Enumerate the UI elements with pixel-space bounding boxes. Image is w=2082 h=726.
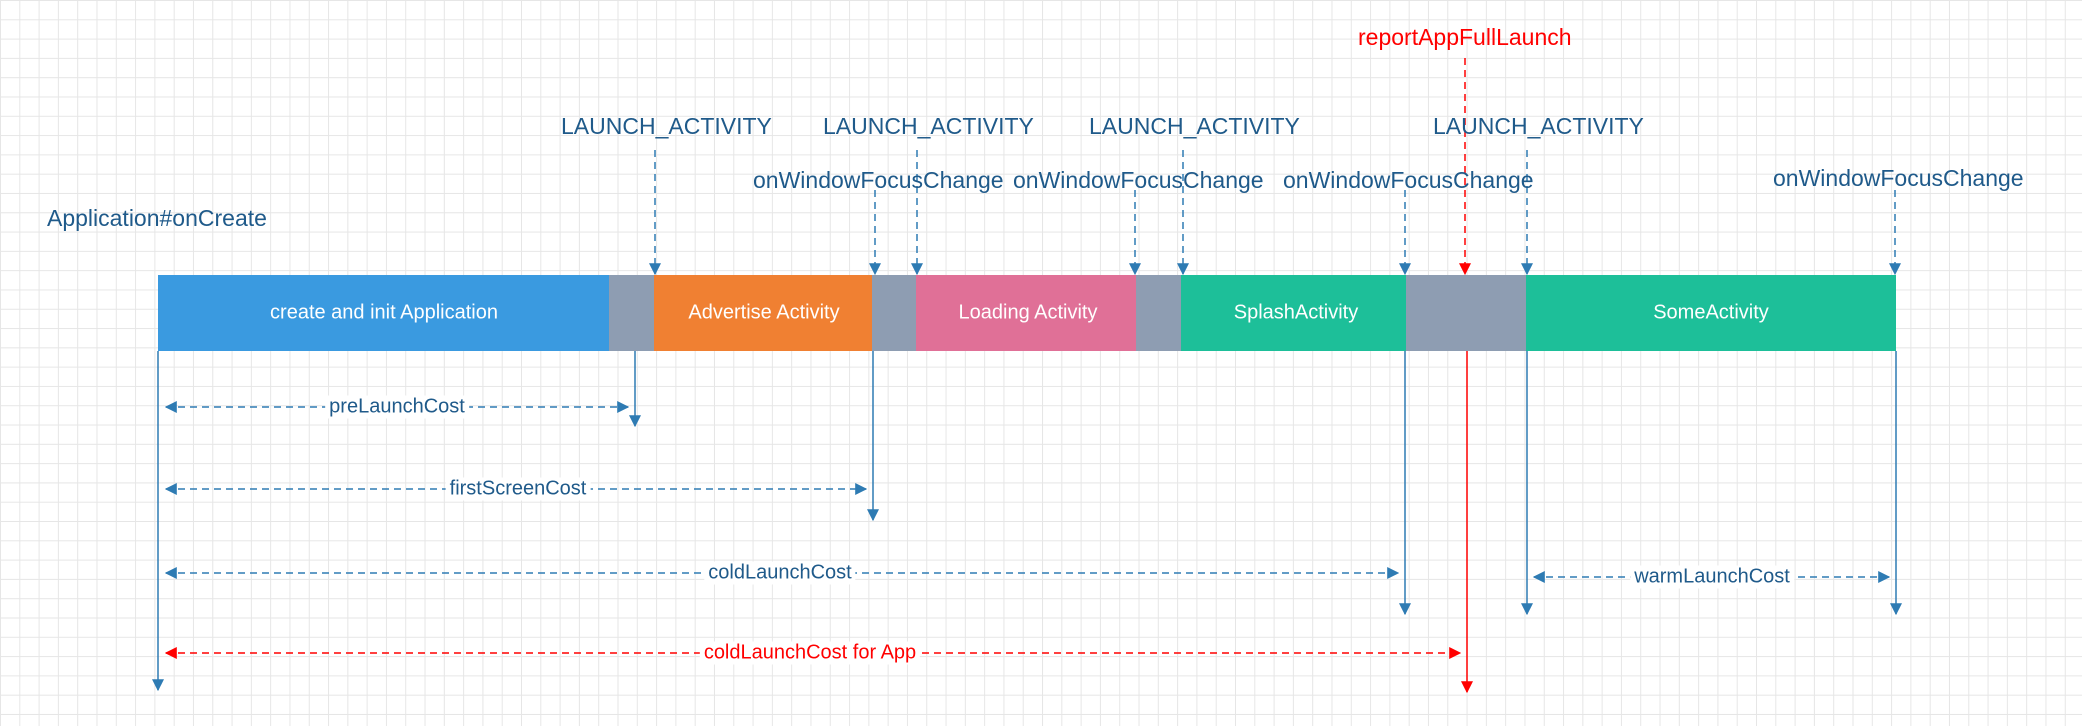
focus-change-label-4: onWindowFocusChange [1773,165,2024,191]
cold-launch-cost-label: coldLaunchCost [704,561,856,585]
segment-some-activity [1526,275,1896,351]
first-screen-cost-label: firstScreenCost [445,477,591,501]
report-app-full-launch-label: reportAppFullLaunch [1358,24,1572,50]
launch-activity-label-3: LAUNCH_ACTIVITY [1089,113,1300,139]
segment-gap-2 [872,275,916,351]
segment-gap-3 [1136,275,1181,351]
cold-launch-cost-app-label: coldLaunchCost for App [699,641,921,665]
launch-activity-label-2: LAUNCH_ACTIVITY [823,113,1034,139]
segment-advertise-activity [654,275,872,351]
pre-launch-cost-label: preLaunchCost [325,395,469,419]
segment-label-some-activity: SomeActivity [1653,301,1769,324]
application-oncreate-label: Application#onCreate [47,205,267,231]
segment-label-loading-activity: Loading Activity [958,301,1098,324]
launch-activity-label-4: LAUNCH_ACTIVITY [1433,113,1644,139]
segment-label-splash-activity: SplashActivity [1233,301,1359,324]
segment-gap-4 [1406,275,1526,351]
warm-launch-cost-label: warmLaunchCost [1630,565,1794,589]
launch-activity-label-1: LAUNCH_ACTIVITY [561,113,772,139]
focus-change-label-3: onWindowFocusChange [1283,167,1534,193]
segment-loading-activity [916,275,1136,351]
segment-label-create-init-application: create and init Application [270,301,498,324]
segment-splash-activity [1181,275,1406,351]
segment-gap-1 [609,275,654,351]
focus-change-label-1: onWindowFocusChange [753,167,1004,193]
focus-change-label-2: onWindowFocusChange [1013,167,1264,193]
segment-label-advertise-activity: Advertise Activity [688,301,840,324]
segment-create-init-application [158,275,609,351]
